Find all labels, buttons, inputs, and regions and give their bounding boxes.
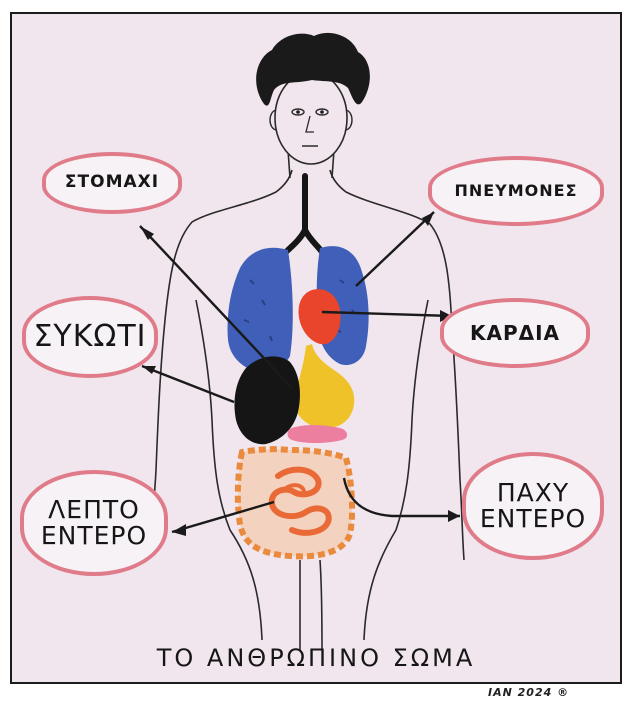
label-small-intestine-line2: ΕΝΤΕΡΟ [41,523,147,549]
face [275,72,347,164]
label-heart: ΚΑΡΔΙΑ [440,298,590,368]
pancreas [288,425,348,443]
arrow-lungs [356,212,434,286]
label-stomach-text: ΣΤΟΜΑΧΙ [65,174,159,192]
label-lungs: ΠΝΕΥΜΟΝΕΣ [428,156,604,226]
arrow-liver [142,366,234,402]
label-lungs-text: ΠΝΕΥΜΟΝΕΣ [454,183,577,200]
label-small-intestine-line1: ΛΕΠΤΟ [48,497,140,523]
artist-signature: IAN 2024 ® [488,686,569,699]
label-large-intestine-line2: ΕΝΤΕΡΟ [480,506,586,532]
label-heart-text: ΚΑΡΔΙΑ [470,323,560,344]
label-stomach: ΣΤΟΜΑΧΙ [42,152,182,214]
page-title: ΤΟ ΑΝΘΡΩΠΙΝΟ ΣΩΜΑ [0,644,632,672]
heart [299,289,341,344]
label-large-intestine: ΠΑΧΥ ΕΝΤΕΡΟ [462,452,604,560]
trachea [286,176,322,252]
label-small-intestine: ΛΕΠΤΟ ΕΝΤΕΡΟ [20,470,168,576]
label-large-intestine-line1: ΠΑΧΥ [497,480,569,506]
label-liver: ΣΥΚΩΤΙ [22,296,158,378]
large-intestine [238,449,352,556]
label-liver-text: ΣΥΚΩΤΙ [33,321,146,353]
